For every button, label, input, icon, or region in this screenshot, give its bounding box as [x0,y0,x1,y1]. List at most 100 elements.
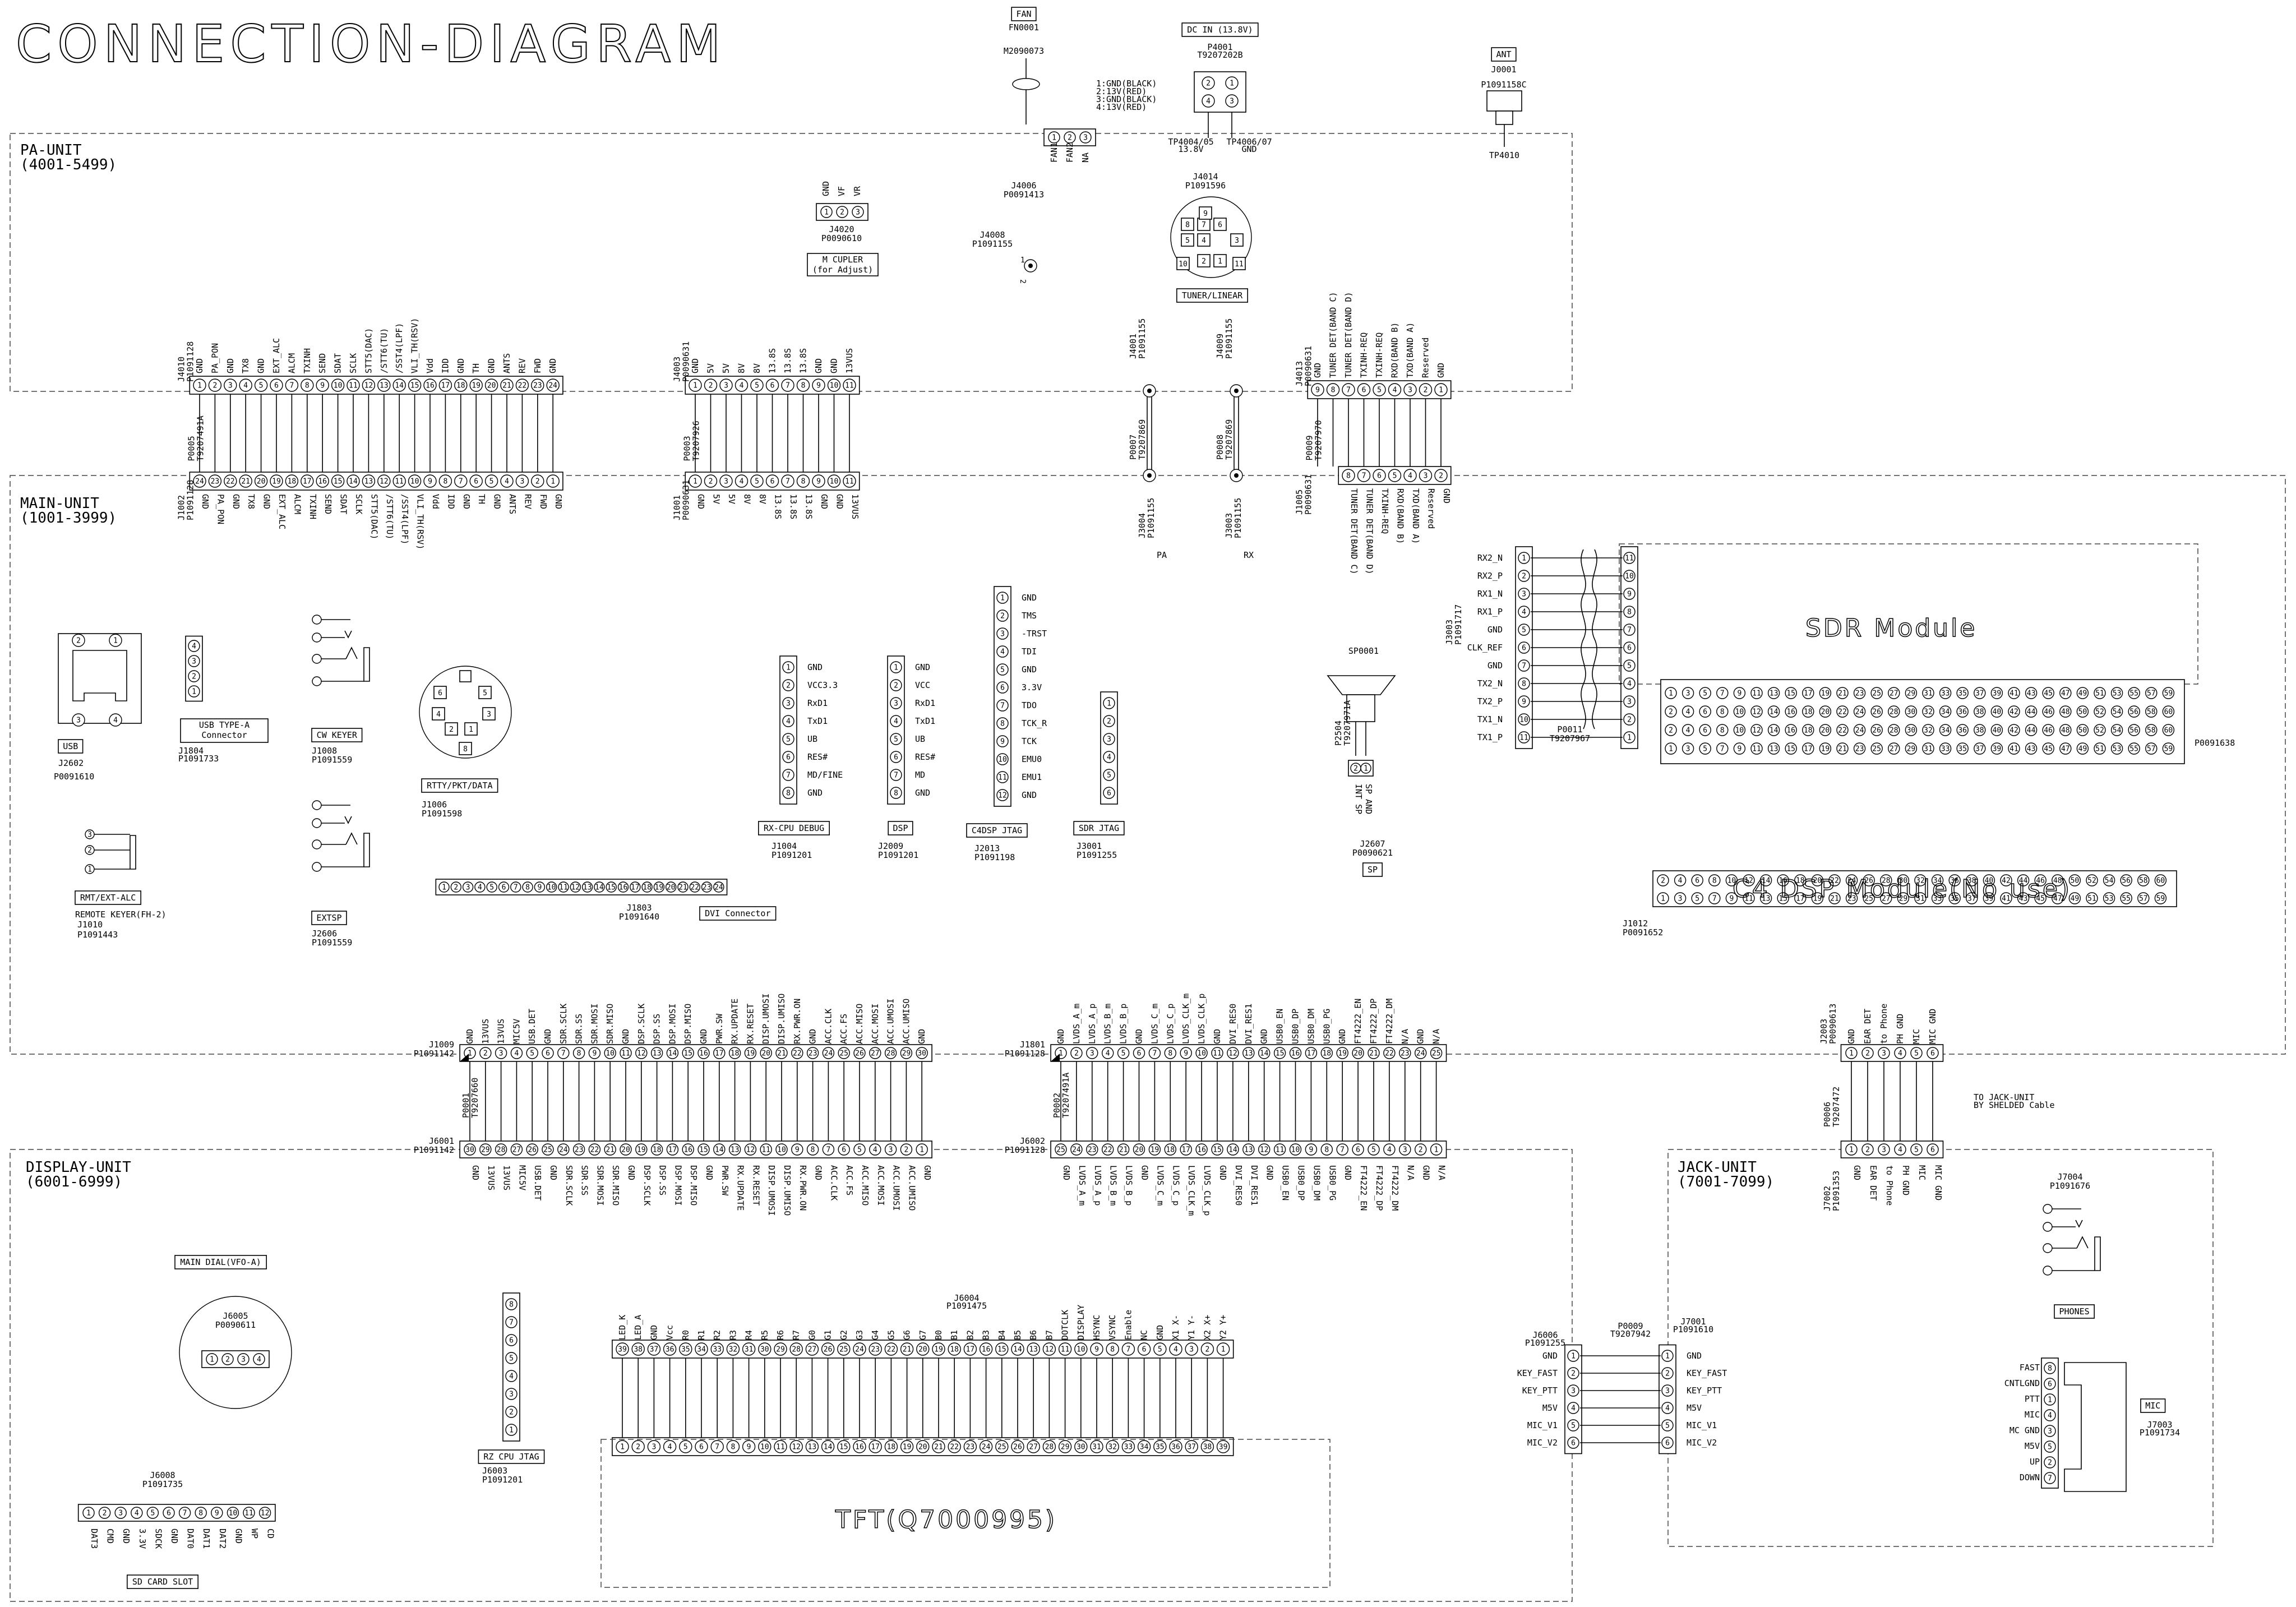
cable-j4010-top-pin-num: 2 [212,382,217,390]
cable-j1801-bot-pin-num: 10 [1291,1146,1300,1155]
sdr-board-pin [1733,724,1746,736]
j4014-pin: 2 [1202,257,1206,266]
sdr-board-pin-num: 55 [2129,690,2138,698]
j4014-part: P1091596 [1185,181,1226,191]
sdr-board-pin-num: 19 [1821,690,1830,698]
c4dsp-pin [2137,874,2150,886]
rz-cpu-header-pin-num: 6 [509,1337,514,1345]
j4020-header-pin [820,206,833,218]
cable-j1009-top-pin-num: 25 [839,1050,848,1058]
c4dsp-pin [1674,892,1687,904]
cable-j4013-top-pin [1434,383,1448,396]
rz-cpu-header-pin [505,1424,518,1436]
mic-header-pin-num: 5 [2048,1443,2052,1452]
cable-j1009-top-pin-num: 1 [468,1050,472,1058]
cable-j4010-top-pin [423,378,437,392]
cable-j1009-bot-pin-num: 27 [512,1146,521,1155]
cable-j1009-top-ref: J1009 [429,1040,454,1050]
tft-label: VSYNC [1107,1315,1117,1340]
sdr-board-pin-num: 34 [1941,708,1950,717]
cable-j1801-bot-pin [1101,1143,1114,1156]
cable-j1009-top-pin-num: 12 [637,1050,646,1058]
cable-j1801-bot-label: LVDS_B_m [1108,1165,1119,1206]
sdr-board-pin-num: 57 [2147,745,2156,754]
rx-cpu-debug-pin [782,769,794,781]
cable-j4010-bot-pin [285,474,299,488]
cable-j1009-top-pin [650,1047,663,1059]
tft-bot-header-pin [821,1440,835,1453]
cable-j1009-top-label: ACC.MISO [854,1004,865,1044]
cable-j4010-bot-pin [377,474,391,488]
main-dial-tag: MAIN DIAL(VFO-A) [180,1257,261,1267]
c4dsp-jtag-label: GND [1022,664,1037,675]
sdr-plug-pin [1623,677,1636,690]
c4dsp-pin-num: 46 [2036,877,2045,885]
tft-label: B6 [1028,1330,1038,1340]
cable-j4003-bot-pin-num: 4 [740,478,744,486]
sdr-plug-pin [1623,713,1636,726]
usb-a-header-pin [188,640,200,652]
tft-bot-header-pin [1058,1440,1072,1453]
main-dial-part: P0090611 [215,1320,256,1330]
dvi-header-pin [486,881,497,893]
cable-j2003-mid-part: T9207472 [1831,1087,1841,1127]
c4dsp-pin [2137,892,2150,904]
extsp-ref: J2606 [312,929,337,939]
cable-j1009-bot-label: 13VUS [502,1165,512,1190]
cable-j1009-top-pin [682,1047,694,1059]
dsp-header-part: P1091201 [878,850,918,860]
cable-j1801-top-label: FT4222_EN [1353,999,1363,1044]
sdr-label: TX1_N [1477,714,1503,724]
cable-j4003-top-pin [827,378,841,392]
speaker-int-label: INT SP [1353,784,1364,814]
sdr-j3003-pin-num: 4 [1522,608,1526,617]
extsp-jack-pin [312,862,322,872]
fan-pin-label: FAN2 [1065,142,1075,163]
sdr-board-pin-num: 4 [1686,727,1690,735]
extsp-jack-pin [312,839,322,849]
sdr-board-pin-num: 7 [1720,745,1725,754]
cable-j1801-top-pin-num: 3 [1090,1050,1094,1058]
cable-j4010-top-pin [515,378,529,392]
rx-cpu-debug-label: GND [807,788,823,798]
sdr-board-pin [1716,705,1729,718]
cable-j4003-bot-label: 8V [742,494,752,504]
cable-j4013-top-pin-num: 7 [1346,386,1351,395]
cable-j1009-top-pin-num: 10 [606,1050,615,1058]
sdr-board-pin-num: 42 [2009,708,2018,717]
cable-j1009-top-pin [542,1047,554,1059]
sdr-j3003-pin [1518,659,1530,672]
cable-j4010-bot-label: REV [523,494,533,509]
sdr-board-pin [1767,742,1780,755]
dcin-pin-num: 4 [1206,98,1211,106]
cable-j4013-bot-label: Reserved [1426,488,1436,529]
cable-j4010-bot-pin-num: 4 [505,478,509,486]
sdr-board-pin [2162,687,2175,699]
cable-j1009-top-pin [713,1047,726,1059]
tft-bot-header-pin-num: 14 [824,1443,833,1452]
sdr-board-pin [1939,705,1952,718]
cable-j4010-top-pin-num: 18 [456,382,465,390]
sdr-board-pin [1956,705,1969,718]
dcin-tp2v: GND [1241,144,1256,154]
cable-j1801-top-pin [1180,1047,1192,1059]
cable-j2003-top-pin-num: 4 [1898,1050,1902,1058]
sdr-board-pin-num: 10 [1735,708,1744,717]
sdcard-label: WP [250,1529,260,1539]
dvi-tag: DVI Connector [705,908,770,918]
tft-top-header-pin-num: 4 [1174,1346,1178,1354]
sdcard-label: DAT3 [89,1529,99,1549]
cable-j1009-top-label: MIC5V [511,1019,521,1044]
sdr-board-pin [2110,705,2123,718]
cable-j4010-bot-label: /SST4(LPF) [400,494,410,544]
cable-j4003-bot-pin-num: 11 [845,478,854,486]
cable-j1801-bot-pin [1086,1143,1098,1156]
coax-rx-bot-ref: J3003 [1224,513,1234,538]
ant-part: P1091158C [1481,80,1526,90]
c4dsp-jtag-label: -TRST [1022,629,1047,639]
cable-j4010-top-pin-num: 9 [320,382,325,390]
cable-j1009-bot-pin-num: 3 [889,1146,893,1155]
cable-j1801-top-pin-num: 10 [1197,1050,1206,1058]
tft-label: R5 [760,1330,770,1340]
sdr-j3003-pin-num: 6 [1522,644,1526,653]
